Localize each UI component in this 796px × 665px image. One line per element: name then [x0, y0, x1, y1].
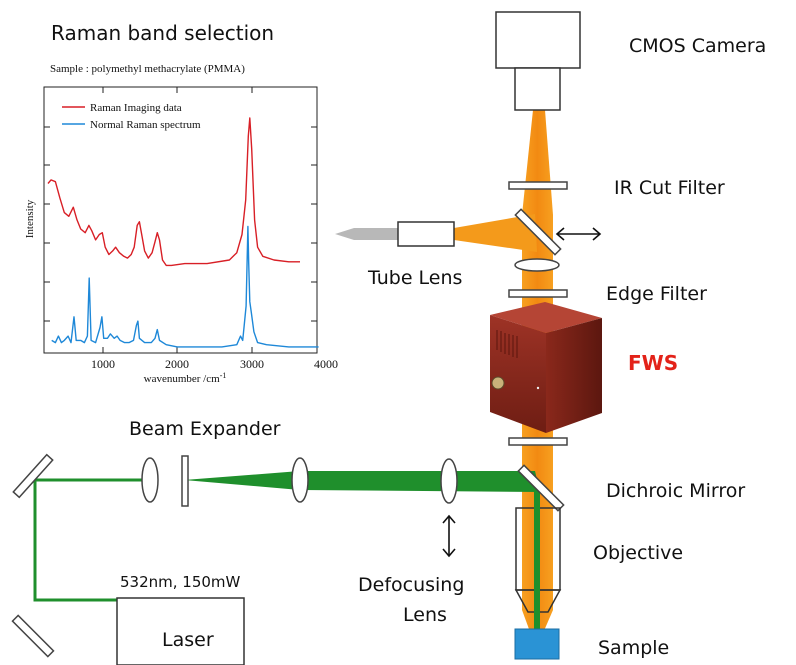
label-cmos-camera: CMOS Camera [629, 35, 766, 57]
optical-elements [141, 181, 568, 507]
x-tick-label: 1000 [91, 357, 115, 371]
fws-vent [496, 330, 518, 358]
series-raman-imaging [47, 117, 300, 267]
x-tick-label: 3000 [240, 357, 264, 371]
label-defocusing-lens-1: Defocusing [358, 574, 464, 596]
label-ir-cut-filter: IR Cut Filter [614, 177, 725, 199]
series-normal-raman [51, 225, 319, 348]
tube-lens-vertical [514, 258, 560, 272]
mirror-bottom-left [11, 614, 55, 658]
label-tube-lens: Tube Lens [367, 267, 462, 289]
legend-label-blue: Normal Raman spectrum [90, 119, 201, 131]
laser-path [33, 478, 150, 602]
objective-nose [514, 589, 562, 613]
fws-unit [490, 302, 602, 433]
mirror-top-left [12, 453, 54, 499]
expander-pinhole [181, 455, 189, 507]
fws-led [536, 386, 540, 390]
ir-cut-mirror [514, 208, 562, 256]
fws-output-filter [508, 437, 568, 446]
sample [514, 628, 560, 660]
x-axis-label: wavenumber /cm-1 [144, 371, 227, 385]
camera-mount [514, 67, 561, 111]
beam-to-tube-lens [454, 214, 537, 252]
x-tick-labels: 1000 2000 3000 4000 [91, 357, 338, 371]
expander-beam [184, 471, 540, 492]
x-tick-label: 2000 [165, 357, 189, 371]
dichroic-mirror [517, 464, 565, 512]
cmos-camera [495, 11, 581, 111]
label-dichroic-mirror: Dichroic Mirror [606, 480, 745, 502]
beam-camera-to-filter [522, 110, 553, 215]
x-ticks [102, 87, 253, 353]
label-fws: FWS [628, 351, 678, 375]
defocus-slide-arrow [442, 514, 456, 558]
label-laser: Laser [162, 629, 214, 651]
tube-output-arrow [335, 228, 398, 240]
label-laser-spec: 532nm, 150mW [120, 573, 241, 591]
fws-front [490, 315, 546, 433]
expander-lens-2 [291, 457, 309, 503]
inset-title: Raman band selection [51, 21, 274, 45]
label-beam-expander: Beam Expander [129, 418, 281, 440]
raman-inset: Raman band selection Sample : polymethyl… [24, 21, 338, 385]
laser-box [116, 597, 245, 665]
tube-lens [335, 221, 455, 247]
label-objective: Objective [593, 542, 683, 564]
defocusing-lens [440, 458, 458, 504]
camera-body [495, 11, 581, 69]
fws-side [546, 318, 602, 433]
series-layer [47, 117, 319, 348]
y-axis-label: Intensity [24, 199, 36, 238]
label-sample: Sample [598, 637, 669, 659]
mirrors [11, 208, 565, 658]
y-ticks [44, 126, 317, 322]
legend-label-red: Raman Imaging data [90, 102, 182, 114]
inset-subtitle: Sample : polymethyl methacrylate (PMMA) [50, 63, 245, 75]
fws-top [490, 302, 602, 333]
label-defocusing-lens-2: Lens [403, 604, 447, 626]
mirror-slide-arrow [555, 227, 602, 241]
expander-lens-1 [141, 457, 159, 503]
x-tick-label: 4000 [314, 357, 338, 371]
label-edge-filter: Edge Filter [606, 283, 707, 305]
tube-lens-body [397, 221, 455, 247]
legend: Raman Imaging data Normal Raman spectrum [62, 102, 201, 131]
edge-filter [508, 289, 568, 298]
fws-connector [491, 376, 505, 390]
excitation-beam [33, 471, 540, 640]
ir-cut-filter [508, 181, 568, 190]
adjust-arrows [442, 227, 602, 558]
